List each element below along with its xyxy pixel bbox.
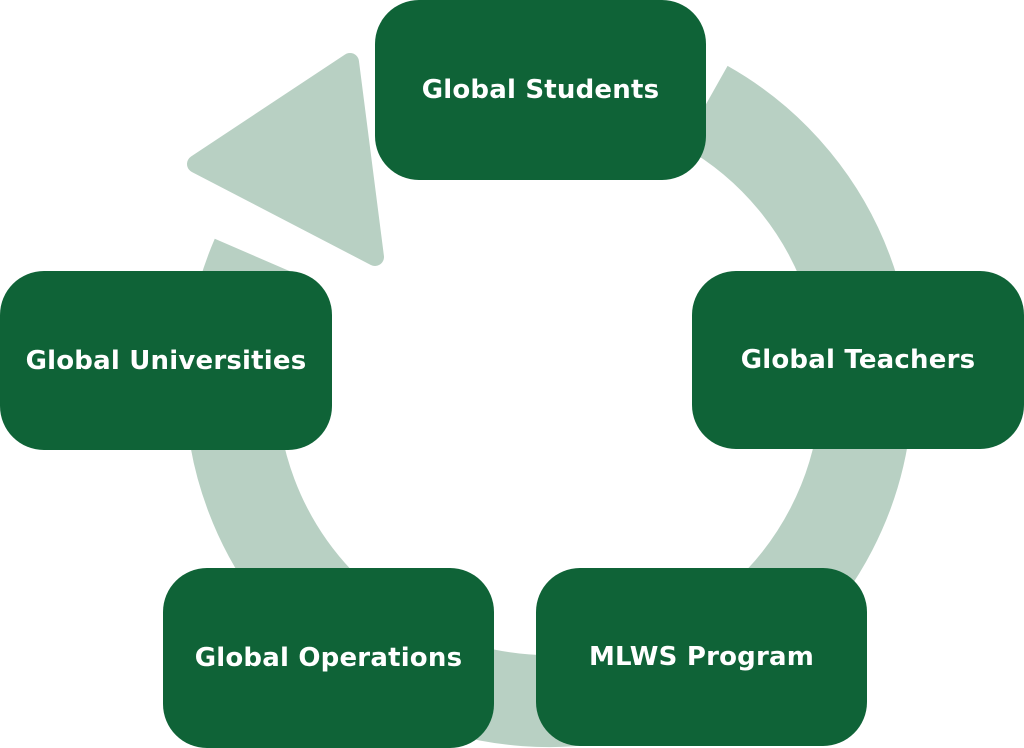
node-label: Global Teachers bbox=[740, 345, 976, 375]
node-label: Global Students bbox=[421, 75, 660, 105]
node-mlws-program: MLWS Program bbox=[536, 568, 867, 746]
node-label: Global Operations bbox=[194, 643, 463, 673]
node-label: MLWS Program bbox=[588, 642, 815, 672]
node-label: Global Universities bbox=[25, 345, 307, 376]
node-global-operations: Global Operations bbox=[163, 568, 494, 748]
node-global-universities: Global Universities bbox=[0, 271, 332, 450]
node-global-teachers: Global Teachers bbox=[692, 271, 1024, 449]
cycle-arrowhead-icon bbox=[187, 53, 384, 266]
node-global-students: Global Students bbox=[375, 0, 706, 180]
